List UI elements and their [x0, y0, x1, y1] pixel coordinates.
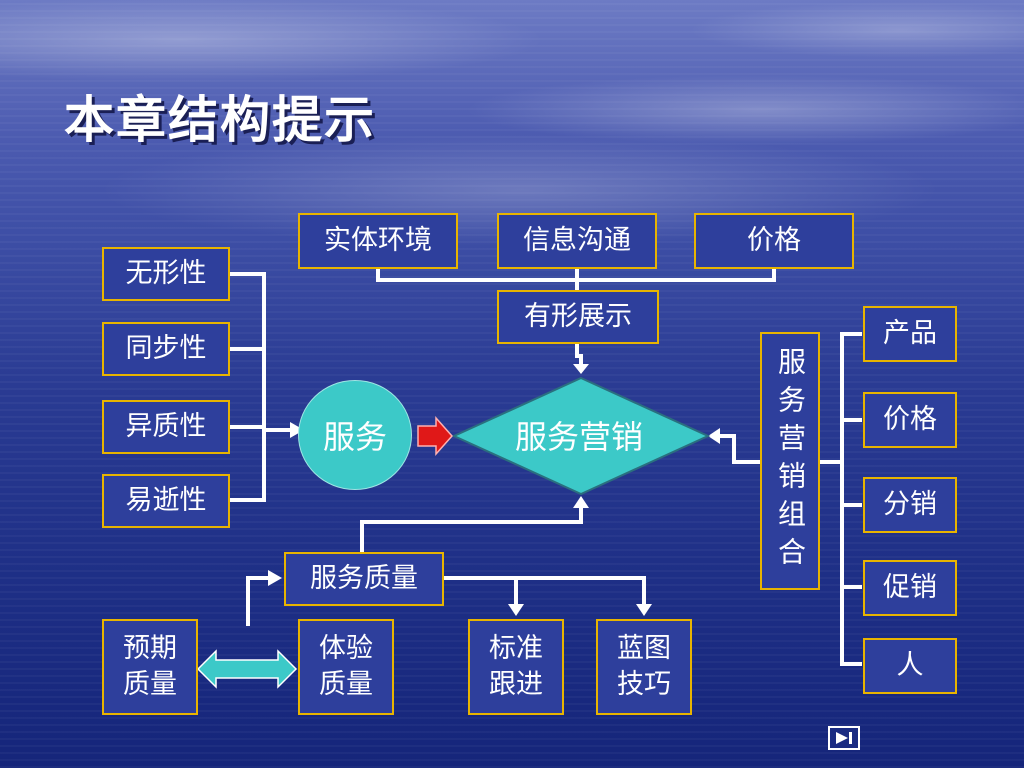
characteristic-heterogeneity: 异质性	[102, 400, 230, 454]
next-slide-icon	[836, 732, 852, 744]
expected-quality: 预期 质量	[102, 619, 198, 715]
characteristic-perishability: 易逝性	[102, 474, 230, 528]
double-arrow-icon	[196, 649, 298, 689]
mix-item-price: 价格	[863, 392, 957, 448]
service-quality: 服务质量	[284, 552, 444, 606]
tangible-physical-environment: 实体环境	[298, 213, 458, 269]
standards-tracking: 标准 跟进	[468, 619, 564, 715]
blueprint-techniques: 蓝图 技巧	[596, 619, 692, 715]
marketing-mix-label: 服务营销组合	[774, 347, 807, 575]
red-arrow-icon	[417, 416, 454, 456]
marketing-mix-box: 服务营销组合	[760, 332, 820, 590]
page-title: 本章结构提示	[64, 91, 376, 149]
mix-item-promotion: 促销	[863, 560, 957, 616]
mix-item-product: 产品	[863, 306, 957, 362]
tangible-information-communication: 信息沟通	[497, 213, 657, 269]
experienced-quality: 体验 质量	[298, 619, 394, 715]
service-marketing-label: 服务营销	[514, 418, 643, 456]
next-slide-button[interactable]	[828, 726, 860, 750]
mix-item-people: 人	[863, 638, 957, 694]
tangible-evidence: 有形展示	[497, 290, 659, 344]
mix-item-distribution: 分销	[863, 477, 957, 533]
characteristic-inseparability: 同步性	[102, 322, 230, 376]
service-circle: 服务	[298, 380, 412, 490]
tangible-price: 价格	[694, 213, 854, 269]
characteristic-intangibility: 无形性	[102, 247, 230, 301]
